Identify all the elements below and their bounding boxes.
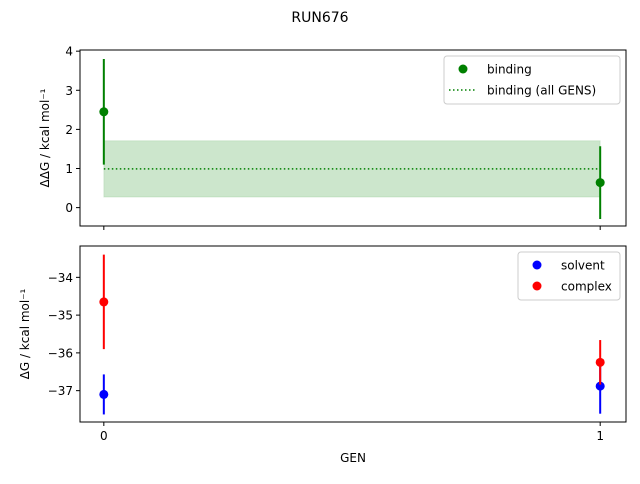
legend-label: solvent [561,259,605,273]
y-axis-label: ΔΔG / kcal mol⁻¹ [38,88,52,187]
data-point-complex [99,297,109,307]
axes-frame [79,49,627,227]
y-tick-label: 4 [65,45,73,59]
legend-label: complex [561,280,612,294]
y-axis-label: ΔG / kcal mol⁻¹ [18,288,32,379]
legend-marker-binding [458,64,468,74]
y-tick-label: −36 [48,346,73,360]
x-tick-label: 0 [100,429,108,443]
data-point-solvent [595,381,605,391]
x-axis-label: GEN [340,451,366,465]
legend-label: binding [487,63,532,77]
y-tick-label: −35 [48,309,73,323]
legend: binding binding (all GENS) [443,55,621,105]
axes-frame [79,245,627,423]
y-tick-label: 0 [65,201,73,215]
data-point-complex [595,357,605,367]
legend-label: binding (all GENS) [487,84,596,98]
y-tick-label: 3 [65,84,73,98]
x-tick-label: 1 [596,429,604,443]
legend-box [517,251,621,301]
y-tick-label: 2 [65,123,73,137]
legend-marker-complex [532,281,542,291]
chart-title: RUN676 [291,10,348,26]
y-tick-label: 1 [65,162,73,176]
legend-marker-solvent [532,260,542,270]
y-tick-label: −37 [48,384,73,398]
y-tick-label: −34 [48,271,73,285]
legend-box [443,55,621,105]
data-point-solvent [99,389,109,399]
bottom-panel: −37 −36 −35 −34 0 1 ΔG / kcal mol⁻¹ solvent comp… [18,245,627,443]
data-point-binding [595,178,605,188]
data-point-binding [99,107,109,117]
legend: solvent complex [517,251,621,301]
